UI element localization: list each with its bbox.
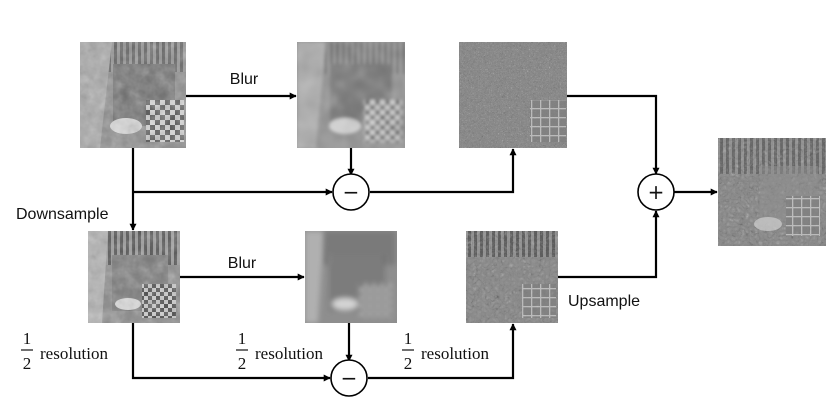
subtract-operator-bottom: − xyxy=(330,359,368,397)
svg-text:1: 1 xyxy=(404,329,413,348)
output-image xyxy=(718,138,826,246)
svg-text:2: 2 xyxy=(23,354,32,373)
arrow-detail-to-add xyxy=(567,94,660,175)
input-image xyxy=(80,42,186,148)
detail-image xyxy=(459,42,567,148)
arrow-downsampled-to-subtract xyxy=(131,323,331,382)
svg-text:+: + xyxy=(648,180,665,204)
downsampled-detail-image xyxy=(466,231,558,323)
downsampled-image xyxy=(88,231,180,323)
downsample-label: Downsample xyxy=(16,206,109,223)
svg-text:2: 2 xyxy=(404,354,413,373)
svg-text:−: − xyxy=(343,180,360,204)
upsample-label: Upsample xyxy=(568,293,640,310)
arrow-subtract-to-detail xyxy=(370,148,517,194)
downsampled-blurred-image xyxy=(305,231,397,323)
svg-text:1: 1 xyxy=(238,329,247,348)
blur-label-top: Blur xyxy=(230,71,259,88)
svg-text:resolution: resolution xyxy=(255,344,323,363)
svg-text:1: 1 xyxy=(23,329,32,348)
arrow-subtract-to-downsampled-detail xyxy=(368,323,517,380)
half-resolution-label-middle: 1 2 resolution xyxy=(236,329,323,373)
arrow-upsample-to-add xyxy=(558,210,660,279)
add-operator: + xyxy=(637,173,675,211)
svg-text:resolution: resolution xyxy=(40,344,108,363)
connectors xyxy=(129,92,718,382)
half-resolution-label-right: 1 2 resolution xyxy=(402,329,489,373)
blurred-image xyxy=(297,42,405,148)
svg-text:resolution: resolution xyxy=(421,344,489,363)
svg-text:2: 2 xyxy=(238,354,247,373)
blur-label-bottom: Blur xyxy=(228,255,257,272)
svg-text:−: − xyxy=(341,366,358,390)
half-resolution-label-left: 1 2 resolution xyxy=(21,329,108,373)
subtract-operator-top: − xyxy=(332,173,370,211)
